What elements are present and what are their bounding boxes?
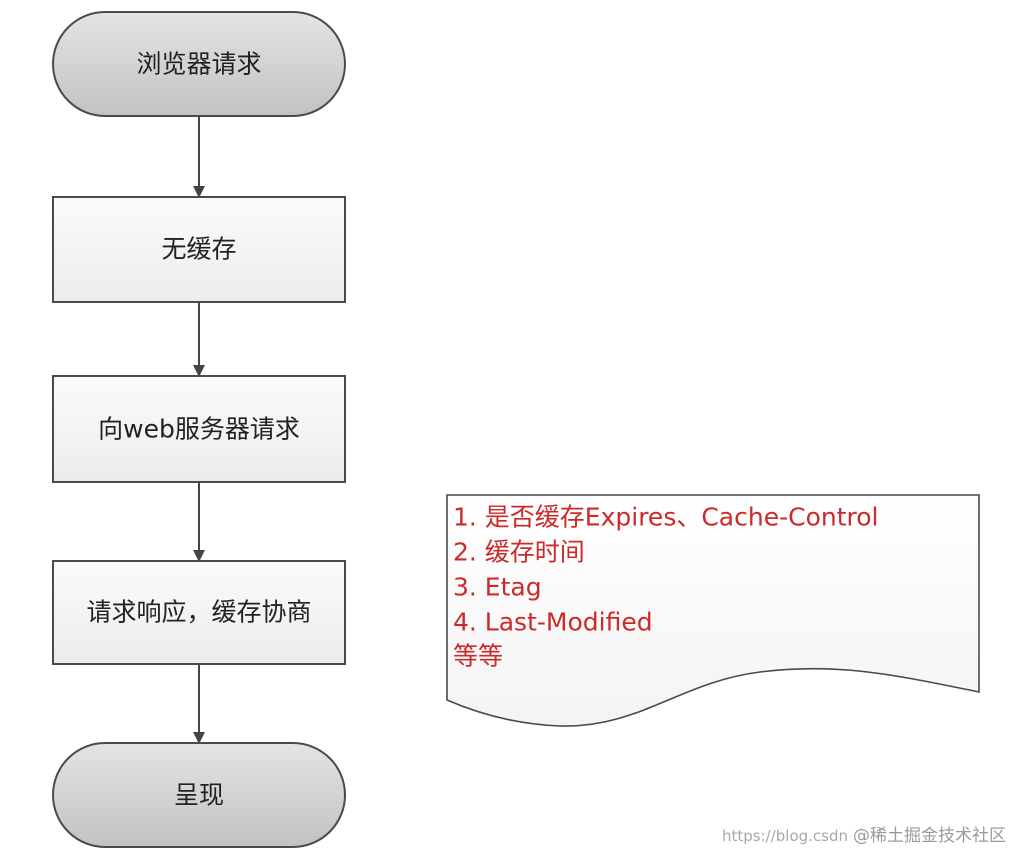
note-line: 1. 是否缓存Expires、Cache-Control <box>453 503 878 532</box>
terminal-browser-request: 浏览器请求 <box>52 11 346 117</box>
process-shape <box>52 375 346 483</box>
watermark-site: @稀土掘金技术社区 <box>853 826 1006 846</box>
note-line: 2. 缓存时间 <box>453 538 585 567</box>
note-document: 1. 是否缓存Expires、Cache-Control 2. 缓存时间 3. … <box>446 494 980 727</box>
terminal-shape <box>52 11 346 117</box>
process-request-web-server: 向web服务器请求 <box>52 375 346 483</box>
process-label: 无缓存 <box>161 235 236 264</box>
process-no-cache: 无缓存 <box>52 196 346 303</box>
watermark-url: https://blog.csdn <box>722 827 848 845</box>
process-label: 向web服务器请求 <box>98 415 300 444</box>
note-line: 4. Last-Modified <box>453 608 653 637</box>
terminal-label: 呈现 <box>174 781 224 810</box>
watermark: https://blog.csdn @稀土掘金技术社区 <box>722 826 1006 846</box>
process-response-cache-negotiation: 请求响应，缓存协商 <box>52 560 346 665</box>
process-shape <box>52 560 346 665</box>
note-document-shape <box>446 494 980 727</box>
terminal-shape <box>52 742 346 848</box>
process-shape <box>52 196 346 303</box>
terminal-render: 呈现 <box>52 742 346 848</box>
process-label: 请求响应，缓存协商 <box>86 598 311 627</box>
note-line: 等等 <box>453 642 503 671</box>
terminal-label: 浏览器请求 <box>136 50 261 79</box>
note-line: 3. Etag <box>453 573 542 602</box>
